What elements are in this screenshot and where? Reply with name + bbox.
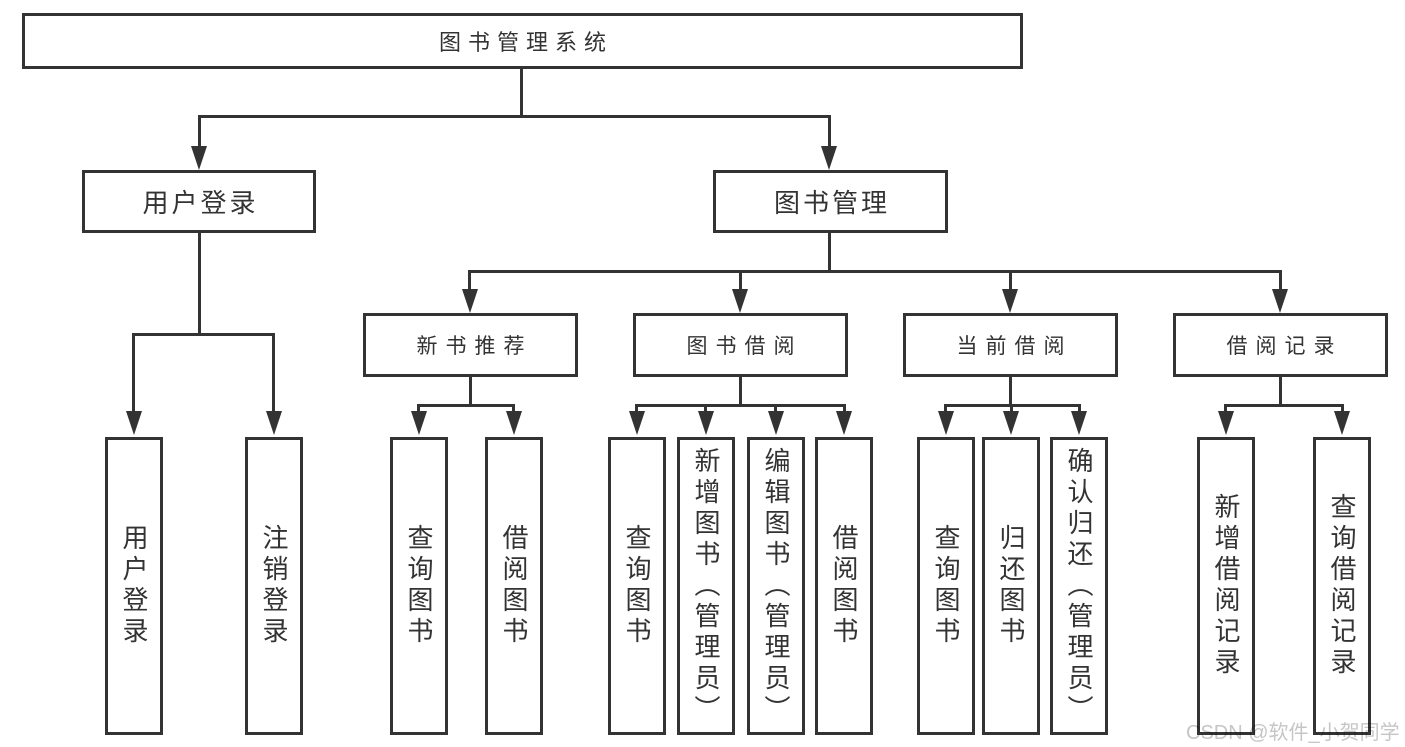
connector-line bbox=[1009, 376, 1012, 406]
node-label: 图书管理系统 bbox=[438, 30, 613, 55]
connector-line bbox=[1279, 376, 1282, 406]
connector-line bbox=[739, 270, 742, 291]
connector-line bbox=[417, 404, 420, 414]
arrow-down-icon bbox=[1272, 289, 1288, 313]
leaf-query-books-current: 查询图书 bbox=[917, 437, 975, 735]
arrow-down-icon bbox=[506, 411, 522, 435]
connector-line bbox=[828, 232, 831, 272]
node-label: 图书管理 bbox=[773, 188, 890, 218]
arrow-down-icon bbox=[836, 411, 852, 435]
arrow-down-icon bbox=[266, 411, 282, 435]
connector-line bbox=[1009, 270, 1012, 291]
connector-line bbox=[1078, 404, 1081, 414]
leaf-borrow-books-borrow: 借阅图书 bbox=[815, 437, 873, 735]
arrow-down-icon bbox=[126, 411, 142, 435]
leaf-query-books-borrow: 查询图书 bbox=[608, 437, 666, 735]
leaf-add-book-admin: 新增图书（管理员） bbox=[677, 437, 735, 735]
leaf-return-books: 归还图书 bbox=[982, 437, 1040, 735]
arrow-down-icon bbox=[938, 411, 954, 435]
node-label: 查询图书 bbox=[931, 524, 961, 648]
connector-line bbox=[635, 404, 846, 407]
arrow-down-icon bbox=[821, 146, 837, 170]
node-label: 图书借阅 bbox=[686, 335, 803, 358]
connector-line bbox=[198, 115, 831, 118]
node-label: 当前借阅 bbox=[956, 335, 1073, 358]
node-label: 借阅图书 bbox=[499, 524, 529, 648]
leaf-confirm-return-admin: 确认归还（管理员） bbox=[1050, 437, 1108, 735]
leaf-query-borrow-record: 查询借阅记录 bbox=[1313, 437, 1371, 735]
arrow-down-icon bbox=[411, 411, 427, 435]
arrow-down-icon bbox=[1071, 411, 1087, 435]
connector-line bbox=[704, 404, 707, 414]
connector-line bbox=[468, 270, 471, 291]
connector-line bbox=[198, 115, 201, 148]
leaf-logout: 注销登录 bbox=[245, 437, 303, 735]
connector-line bbox=[1341, 404, 1344, 414]
arrow-down-icon bbox=[1002, 289, 1018, 313]
connector-line bbox=[417, 404, 515, 407]
leaf-user-login: 用户登录 bbox=[105, 437, 163, 735]
arrow-down-icon bbox=[1003, 411, 1019, 435]
connector-line bbox=[1010, 404, 1013, 414]
leaf-query-books-newbook: 查询图书 bbox=[390, 437, 448, 735]
node-label: 编辑图书（管理员） bbox=[761, 446, 791, 726]
arrow-down-icon bbox=[768, 411, 784, 435]
node-label: 借阅图书 bbox=[829, 524, 859, 648]
leaf-add-borrow-record: 新增借阅记录 bbox=[1197, 437, 1255, 735]
connector-line bbox=[198, 232, 201, 335]
node-label: 查询图书 bbox=[622, 524, 652, 648]
node-label: 用户登录 bbox=[142, 188, 259, 218]
connector-line bbox=[774, 404, 777, 414]
arrow-down-icon bbox=[629, 411, 645, 435]
arrow-down-icon bbox=[698, 411, 714, 435]
node-book-management: 图书管理 bbox=[713, 170, 948, 233]
connector-line bbox=[635, 404, 638, 414]
node-current-borrow: 当前借阅 bbox=[903, 313, 1118, 377]
arrow-down-icon bbox=[191, 146, 207, 170]
connector-line bbox=[132, 333, 135, 413]
connector-line bbox=[520, 69, 523, 117]
node-label: 查询图书 bbox=[404, 524, 434, 648]
leaf-borrow-books-newbook: 借阅图书 bbox=[485, 437, 543, 735]
connector-line bbox=[132, 333, 275, 336]
connector-line bbox=[828, 115, 831, 148]
arrow-down-icon bbox=[1334, 411, 1350, 435]
node-book-borrow: 图书借阅 bbox=[633, 313, 848, 377]
node-new-book-recommend: 新书推荐 bbox=[363, 313, 578, 377]
connector-line bbox=[469, 376, 472, 406]
connector-line bbox=[843, 404, 846, 414]
node-root-library-system: 图书管理系统 bbox=[22, 13, 1023, 69]
connector-line bbox=[272, 333, 275, 413]
connector-line bbox=[1224, 404, 1344, 407]
arrow-down-icon bbox=[732, 289, 748, 313]
node-label: 新增借阅记录 bbox=[1211, 493, 1241, 679]
node-label: 归还图书 bbox=[996, 524, 1026, 648]
connector-line bbox=[512, 404, 515, 414]
arrow-down-icon bbox=[1218, 411, 1234, 435]
node-user-login: 用户登录 bbox=[82, 170, 316, 233]
connector-line bbox=[1279, 270, 1282, 291]
arrow-down-icon bbox=[462, 289, 478, 313]
leaf-edit-book-admin: 编辑图书（管理员） bbox=[747, 437, 805, 735]
node-label: 新增图书（管理员） bbox=[691, 446, 721, 726]
node-label: 确认归还（管理员） bbox=[1064, 446, 1094, 726]
connector-line bbox=[739, 376, 742, 406]
connector-line bbox=[944, 404, 947, 414]
connector-line bbox=[1224, 404, 1227, 414]
node-label: 借阅记录 bbox=[1226, 335, 1343, 358]
connector-line bbox=[468, 270, 1282, 273]
node-label: 新书推荐 bbox=[416, 335, 533, 358]
node-label: 查询借阅记录 bbox=[1327, 493, 1357, 679]
csdn-watermark: CSDN @软件_小贺同学 bbox=[1186, 722, 1400, 744]
node-label: 用户登录 bbox=[119, 524, 149, 648]
node-borrow-records: 借阅记录 bbox=[1173, 313, 1388, 377]
node-label: 注销登录 bbox=[259, 524, 289, 648]
